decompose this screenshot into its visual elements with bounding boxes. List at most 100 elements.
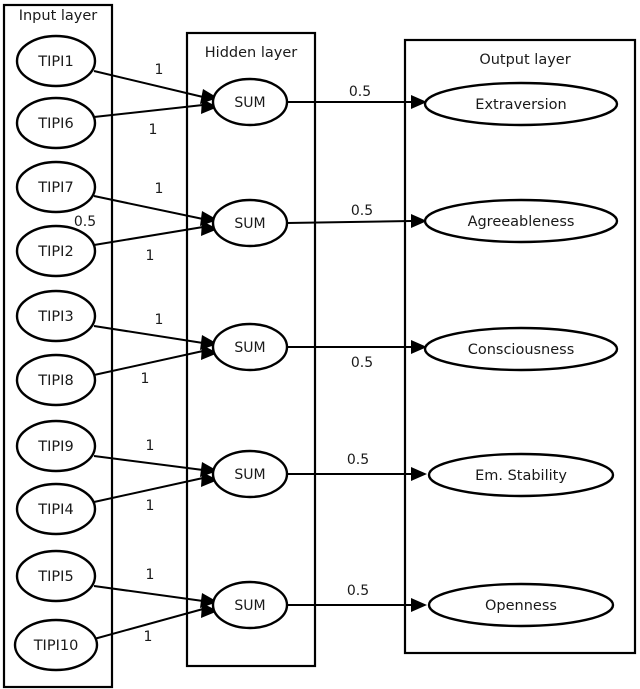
hidden-node-sum-1[interactable]: SUM	[211, 77, 289, 127]
input-weight-labels: 1 1 1 0.5 1 1 1 1 1 1 1	[74, 62, 164, 645]
weight-label: 1	[146, 567, 155, 583]
input-node-ellipse[interactable]	[15, 160, 97, 214]
input-node-tipi6[interactable]: TIPI6	[15, 96, 97, 150]
hidden-node-ellipse[interactable]	[211, 198, 289, 248]
input-node-tipi2[interactable]: TIPI2	[15, 224, 97, 278]
input-node-ellipse[interactable]	[13, 618, 99, 672]
weight-label: 1	[155, 62, 164, 78]
output-node-openness[interactable]: Openness	[427, 582, 615, 628]
output-layer-title: Output layer	[479, 52, 570, 68]
hidden-node-ellipse[interactable]	[211, 449, 289, 499]
input-node-label: TIPI1	[37, 54, 73, 70]
output-node-ellipse[interactable]	[423, 198, 619, 244]
output-node-ellipse[interactable]	[423, 326, 619, 372]
edge-tipi10-sum5	[93, 608, 204, 640]
hidden-layer-title: Hidden layer	[205, 45, 297, 61]
arrowhead-sum2-agreeableness	[411, 214, 427, 228]
weight-label: 0.5	[74, 214, 96, 230]
edge-tipi2-sum2	[93, 226, 204, 246]
input-node-ellipse[interactable]	[15, 34, 97, 88]
output-nodes: Extraversion Agreeableness Consciousness…	[423, 81, 619, 628]
output-node-label: Agreeableness	[468, 214, 575, 230]
input-node-ellipse[interactable]	[15, 419, 97, 473]
input-node-tipi9[interactable]: TIPI9	[15, 419, 97, 473]
hidden-node-ellipse[interactable]	[211, 322, 289, 372]
output-node-label: Openness	[485, 598, 557, 614]
input-node-label: TIPI3	[37, 309, 73, 325]
hidden-node-sum-5[interactable]: SUM	[211, 580, 289, 630]
hidden-node-sum-4[interactable]: SUM	[211, 449, 289, 499]
edge-tipi3-sum3	[93, 325, 204, 344]
edge-tipi1-sum1	[93, 70, 204, 98]
input-node-tipi1[interactable]: TIPI1	[15, 34, 97, 88]
hidden-node-sum-3[interactable]: SUM	[211, 322, 289, 372]
input-node-label: TIPI2	[37, 244, 73, 260]
arrowhead-sum3-consciousness	[411, 340, 427, 354]
arrowhead-tipi8-sum3	[201, 345, 218, 360]
edge-tipi9-sum4	[93, 455, 204, 471]
input-node-tipi10[interactable]: TIPI10	[13, 618, 99, 672]
weight-label: 1	[155, 181, 164, 197]
input-node-tipi4[interactable]: TIPI4	[15, 482, 97, 536]
output-node-consciousness[interactable]: Consciousness	[423, 326, 619, 372]
arrowhead-tipi2-sum2	[201, 221, 218, 236]
hidden-node-ellipse[interactable]	[211, 77, 289, 127]
input-node-label: TIPI4	[37, 502, 73, 518]
hidden-node-label: SUM	[234, 467, 265, 483]
hidden-node-label: SUM	[234, 340, 265, 356]
output-node-label: Consciousness	[468, 342, 575, 358]
weight-label: 0.5	[351, 355, 373, 371]
weight-label: 1	[141, 371, 150, 387]
input-nodes: TIPI1 TIPI6 TIPI7 TIPI2 TIPI3 TIPI8	[13, 34, 99, 672]
input-node-tipi8[interactable]: TIPI8	[15, 353, 97, 407]
output-node-label: Em. Stability	[475, 468, 567, 484]
input-node-ellipse[interactable]	[15, 289, 97, 343]
weight-label: 0.5	[347, 452, 369, 468]
input-node-ellipse[interactable]	[15, 549, 97, 603]
input-node-tipi7[interactable]: TIPI7	[15, 160, 97, 214]
weight-label: 1	[155, 312, 164, 328]
edge-tipi6-sum1	[93, 104, 204, 118]
weight-label: 1	[146, 498, 155, 514]
input-node-ellipse[interactable]	[15, 353, 97, 407]
input-node-ellipse[interactable]	[15, 224, 97, 278]
edge-tipi7-sum2	[93, 195, 204, 220]
input-node-tipi5[interactable]: TIPI5	[15, 549, 97, 603]
weight-label: 0.5	[349, 84, 371, 100]
arrowhead-sum5-openness	[411, 598, 427, 612]
input-layer-title: Input layer	[19, 8, 98, 24]
arrowhead-tipi4-sum4	[201, 472, 218, 487]
weight-label: 0.5	[347, 583, 369, 599]
arrowhead-sum1-extraversion	[411, 95, 427, 109]
edge-tipi8-sum3	[93, 350, 204, 376]
input-node-ellipse[interactable]	[15, 96, 97, 150]
output-node-ellipse[interactable]	[423, 81, 619, 127]
edges-input-to-hidden	[93, 70, 218, 640]
arrowhead-tipi10-sum5	[201, 603, 218, 618]
input-node-label: TIPI9	[37, 439, 73, 455]
output-node-ellipse[interactable]	[427, 452, 615, 498]
output-node-agreeableness[interactable]: Agreeableness	[423, 198, 619, 244]
input-layer-box	[2, 3, 114, 689]
input-node-label: TIPI7	[37, 180, 73, 196]
input-node-label: TIPI8	[37, 373, 73, 389]
edge-sum2-agreeableness	[286, 220, 412, 224]
output-node-extraversion[interactable]: Extraversion	[423, 81, 619, 127]
weight-label: 1	[149, 122, 158, 138]
weight-label: 1	[144, 629, 153, 645]
input-node-ellipse[interactable]	[15, 482, 97, 536]
output-node-label: Extraversion	[475, 97, 566, 113]
input-node-tipi3[interactable]: TIPI3	[15, 289, 97, 343]
arrowhead-sum4-emstability	[411, 467, 427, 481]
hidden-node-ellipse[interactable]	[211, 580, 289, 630]
weight-label: 1	[146, 248, 155, 264]
edges-hidden-to-output	[286, 95, 427, 612]
weight-label: 1	[146, 438, 155, 454]
output-node-ellipse[interactable]	[427, 582, 615, 628]
hidden-nodes: SUM SUM SUM SUM SUM	[211, 77, 289, 630]
weight-label: 0.5	[351, 203, 373, 219]
output-node-em-stability[interactable]: Em. Stability	[427, 452, 615, 498]
hidden-node-sum-2[interactable]: SUM	[211, 198, 289, 248]
